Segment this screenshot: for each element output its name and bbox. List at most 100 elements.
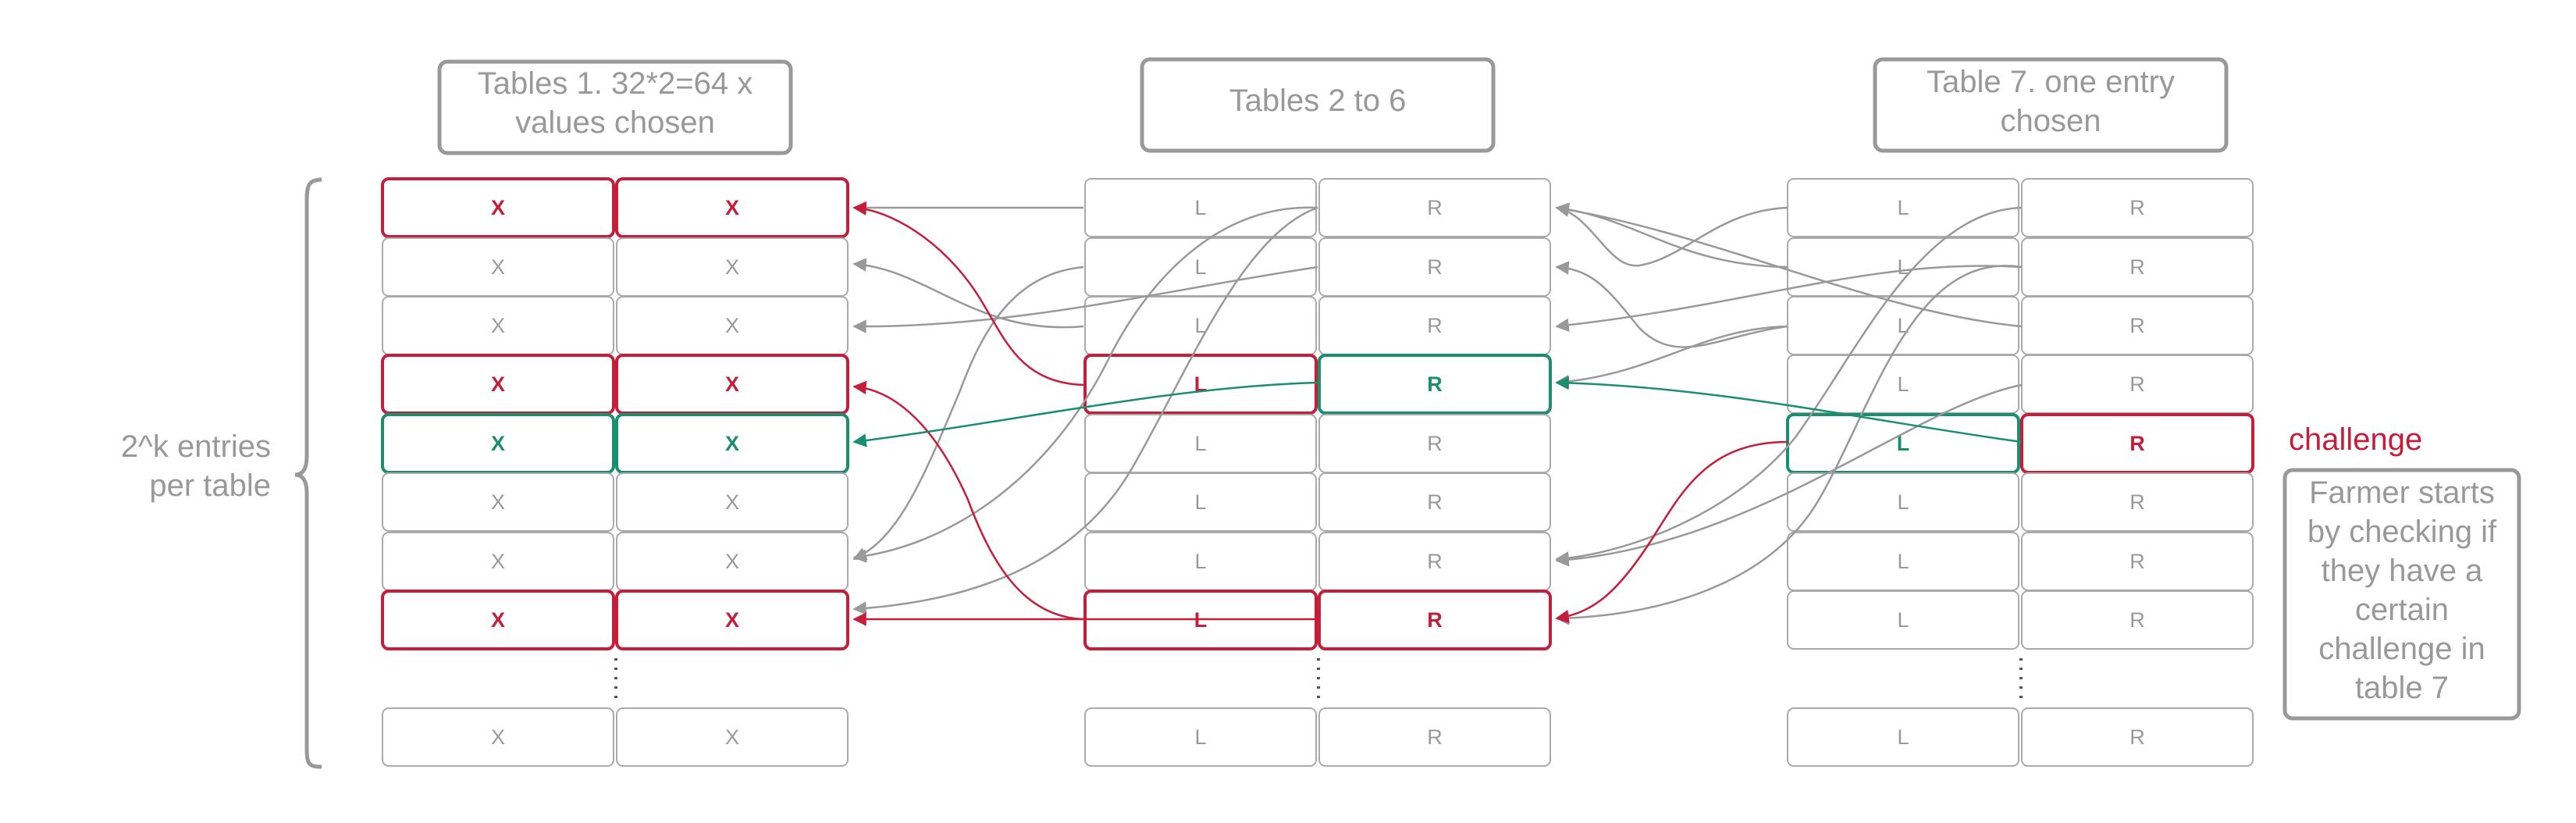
table1-row2-left-label: X xyxy=(491,314,505,337)
table1-row0-right-cell xyxy=(615,177,849,238)
table2to6-row8-left-label: L xyxy=(1194,725,1206,749)
table1-row1-left-label: X xyxy=(491,255,505,279)
table1-row7-right-label: X xyxy=(725,608,739,632)
table1-row6-left-label: X xyxy=(491,550,505,573)
table7-row5-right-cell xyxy=(2021,472,2254,532)
connectors xyxy=(852,201,2023,626)
arrow-t7-r2-to-r0 xyxy=(1555,202,2023,328)
table2to6-row4-right-label: R xyxy=(1427,432,1443,455)
arrow-l1-to-x5 xyxy=(852,265,1084,561)
table2to6-row7-right-label: R xyxy=(1427,608,1443,632)
note-line-1: Farmer starts xyxy=(2309,476,2495,510)
table2to6-row2-right-label: R xyxy=(1427,314,1443,337)
table1-row7-right-cell xyxy=(615,590,849,650)
header-table2to6: Tables 2 to 6 xyxy=(1140,57,1496,153)
table2to6-row5-left-label: L xyxy=(1194,490,1206,514)
table1-row6-right-label: X xyxy=(725,550,739,573)
table7-row4-left-label: L xyxy=(1897,432,1910,455)
table7-row5-left-label: L xyxy=(1897,490,1909,514)
arrow-green-r3-to-x4 xyxy=(852,381,1318,447)
table1-row5-right-cell xyxy=(616,472,849,532)
header-table7-line2: chosen xyxy=(2001,104,2101,138)
table2to6-row8-right-label: R xyxy=(1427,725,1443,749)
arrow-t7-r1-to-r2 xyxy=(1555,265,2023,332)
table1-row0-right-label: X xyxy=(725,196,739,219)
curly-brace-icon xyxy=(294,177,322,769)
table2to6-row8-left-cell xyxy=(1084,707,1317,767)
table2to6-row5-right-label: R xyxy=(1427,490,1443,514)
table2to6-row0-right-cell xyxy=(1318,178,1551,237)
table7-row3-right-label: R xyxy=(2129,372,2145,396)
table7-row5-left-cell xyxy=(1787,472,2019,532)
table7-row1-right-label: R xyxy=(2129,255,2145,279)
note-line-2: by checking if xyxy=(2307,515,2497,549)
table7-row7-right-cell xyxy=(2021,590,2254,650)
table7-row6-left-label: L xyxy=(1897,550,1909,573)
table7-row5-right-label: R xyxy=(2129,490,2145,514)
table1-row0-left-label: X xyxy=(491,196,505,219)
note-line-3: they have a xyxy=(2322,554,2484,588)
arrow-red-l7-to-x3 xyxy=(852,380,1084,621)
table7-row7-right-label: R xyxy=(2129,608,2145,632)
arrow-r1-to-x2 xyxy=(852,265,1318,333)
arrow-r0-to-x6 xyxy=(852,206,1318,563)
header-table1-line2: values chosen xyxy=(515,105,715,140)
table1-row5-right-label: X xyxy=(725,490,739,514)
table1-row8-left-label: X xyxy=(491,725,505,749)
table2to6-row3-right-label: R xyxy=(1427,372,1443,396)
arrow-l2-to-x1 xyxy=(852,258,1084,329)
arrow-r2-to-x7 xyxy=(852,206,1318,615)
table7-row0-right-label: R xyxy=(2129,196,2145,219)
arrow-t7-r3-to-r6 xyxy=(1555,383,2023,567)
table1-row8-right-label: X xyxy=(725,725,739,749)
table2to6-row5-left-cell xyxy=(1084,472,1317,532)
table7-row8-right-cell xyxy=(2021,707,2254,767)
challenge-label: challenge xyxy=(2289,422,2422,457)
arrow-red-t7-to-r7 xyxy=(1555,440,1788,624)
header-table7: Table 7. one entry chosen xyxy=(1873,57,2229,153)
table1-row0-left-cell xyxy=(381,177,615,238)
table2to6-row2-left-label: L xyxy=(1194,314,1206,337)
arrow-t7-r1b-to-r7 xyxy=(1555,265,2023,625)
header-table1: Tables 1. 32*2=64 x values chosen xyxy=(437,59,793,155)
table2to6-row7-right-cell xyxy=(1318,590,1552,650)
table2to6-row0-right-label: R xyxy=(1427,196,1443,219)
side-label-line2: per table xyxy=(149,469,271,503)
table7-row7-left-label: L xyxy=(1897,608,1909,632)
table1-row5-left-label: X xyxy=(491,490,505,514)
table1-row3-right-label: X xyxy=(725,372,739,396)
note-line-4: certain xyxy=(2355,593,2449,627)
table2to6-row6-left-label: L xyxy=(1194,550,1206,573)
table7-row3-left-label: L xyxy=(1897,372,1909,396)
table2to6-row3-right-cell xyxy=(1318,354,1552,415)
table1-row8-left-cell xyxy=(382,707,614,767)
table1-row8-right-cell xyxy=(616,707,849,767)
table2to6-row0-left-label: L xyxy=(1194,196,1206,219)
table2to6-row8-right-cell xyxy=(1318,707,1551,767)
table7-row2-left-label: L xyxy=(1897,314,1909,337)
table1-row7-left-cell xyxy=(381,590,615,650)
table2to6-row1-right-label: R xyxy=(1427,255,1443,279)
table7-row8-right-label: R xyxy=(2129,725,2145,749)
table7-row6-right-label: R xyxy=(2129,550,2145,573)
table2to6-row6-right-label: R xyxy=(1427,550,1443,573)
table1-row2-right-label: X xyxy=(725,314,739,337)
table2to6-row5-right-cell xyxy=(1318,472,1551,532)
table1-row4-left-label: X xyxy=(491,432,505,455)
table7-row0-left-label: L xyxy=(1897,196,1909,219)
table7-row4-right-label: R xyxy=(2129,432,2145,455)
table1-row1-right-label: X xyxy=(725,255,739,279)
table7-row2-right-label: R xyxy=(2129,314,2145,337)
note-line-5: challenge in xyxy=(2318,632,2485,666)
side-label-line1: 2^k entries xyxy=(121,429,271,464)
table1-row5-left-cell xyxy=(382,472,614,532)
table7-row8-left-cell xyxy=(1787,707,2019,767)
header-table7-line1: Table 7. one entry xyxy=(1927,65,2175,99)
arrow-t7-l0-to-r0 xyxy=(1555,203,1788,267)
farmer-note: Farmer starts by checking if they have a… xyxy=(2282,468,2521,721)
note-line-6: table 7 xyxy=(2355,671,2449,705)
